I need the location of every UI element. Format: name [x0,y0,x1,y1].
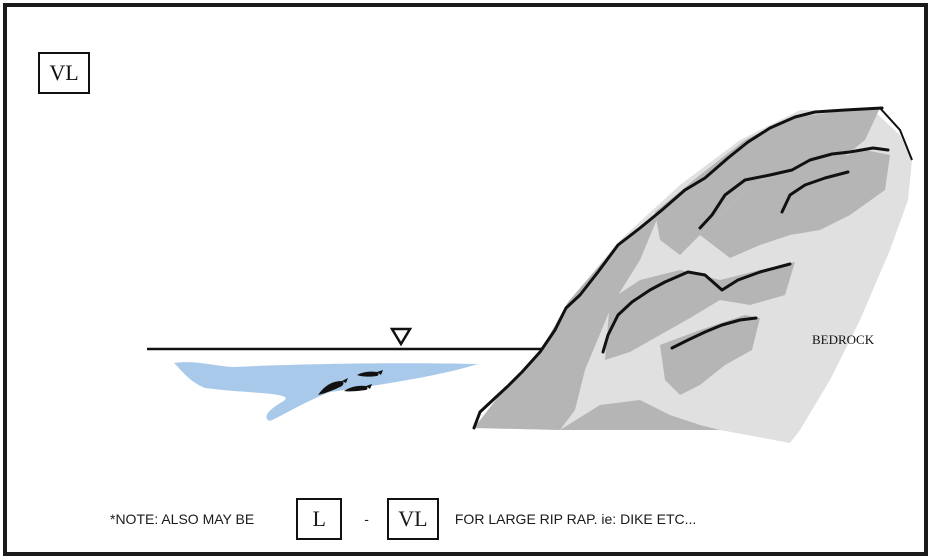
note-box-l: L [296,498,342,540]
note-separator: - [364,511,369,527]
note-row: *NOTE: ALSO MAY BE L - VL FOR LARGE RIP … [110,496,810,542]
substrate-code-label: VL [49,60,78,86]
note-prefix: *NOTE: ALSO MAY BE [110,511,254,527]
note-box-vl-label: VL [398,506,427,532]
note-suffix: FOR LARGE RIP RAP. ie: DIKE ETC... [455,511,696,527]
note-box-vl: VL [387,498,439,540]
bedrock-label: BEDROCK [812,332,874,348]
inverted-triangle-icon [392,329,410,344]
substrate-code-box: VL [38,52,90,94]
note-box-l-label: L [312,506,325,532]
